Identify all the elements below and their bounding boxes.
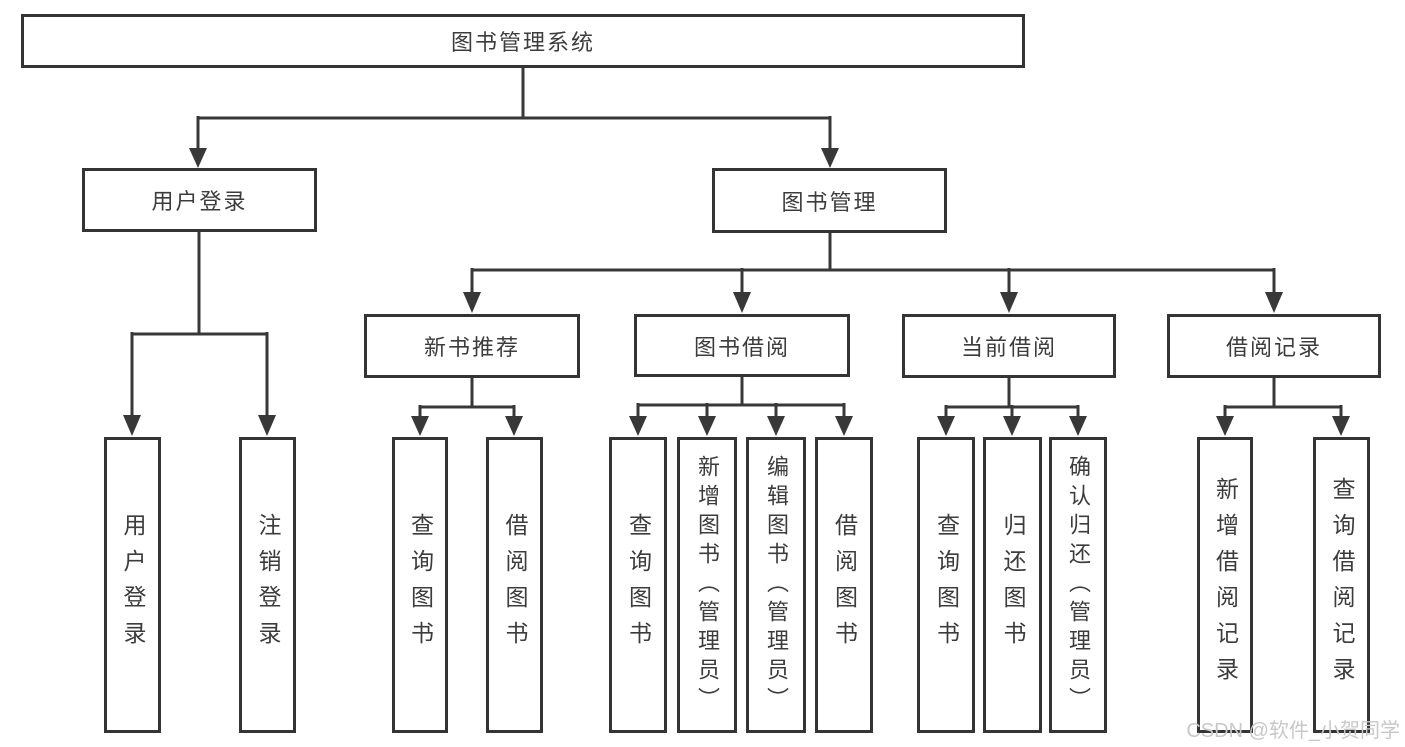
leaf-return-books-label: 归还图书 — [1000, 513, 1026, 657]
node-book-management-label: 图书管理 — [781, 189, 878, 215]
leaf-confirm-return-admin: 确认归还（管理员） — [1049, 437, 1107, 733]
leaf-logout-label: 注销登录 — [255, 513, 281, 657]
leaf-query-books-2: 查询图书 — [609, 437, 667, 733]
leaf-borrow-books-1: 借阅图书 — [486, 437, 543, 733]
connector-root-to-level2 — [189, 68, 839, 168]
leaf-confirm-return-admin-label: 确认归还（管理员） — [1066, 454, 1091, 716]
leaf-edit-book-admin-label: 编辑图书（管理员） — [764, 454, 789, 716]
node-book-borrow: 图书借阅 — [634, 314, 850, 377]
node-current-borrow: 当前借阅 — [902, 314, 1116, 378]
leaf-query-books-1: 查询图书 — [392, 437, 448, 733]
connector-book-borrow-to-leaves — [629, 377, 853, 436]
node-current-borrow-label: 当前借阅 — [960, 335, 1057, 360]
connector-borrow-records-to-leaves — [1216, 378, 1350, 436]
leaf-query-books-1-label: 查询图书 — [407, 513, 434, 657]
connector-book-management-to-level3 — [463, 233, 1283, 313]
leaf-borrow-books-2-label: 借阅图书 — [831, 513, 858, 657]
watermark: CSDN @软件_小贺同学 — [1186, 720, 1400, 742]
leaf-query-books-3: 查询图书 — [917, 437, 975, 733]
leaf-query-borrow-record-label: 查询借阅记录 — [1329, 477, 1355, 693]
node-root: 图书管理系统 — [21, 14, 1025, 68]
node-borrow-records-label: 借阅记录 — [1225, 335, 1322, 360]
leaf-add-book-admin-label: 新增图书（管理员） — [695, 454, 720, 716]
node-new-book-recommend: 新书推荐 — [364, 314, 580, 378]
node-book-borrow-label: 图书借阅 — [693, 334, 790, 360]
connector-current-borrow-to-leaves — [937, 378, 1087, 436]
node-book-management: 图书管理 — [712, 168, 947, 233]
leaf-borrow-books-1-label: 借阅图书 — [502, 513, 528, 657]
leaf-query-books-3-label: 查询图书 — [933, 513, 960, 657]
node-root-label: 图书管理系统 — [450, 30, 595, 55]
leaf-add-book-admin: 新增图书（管理员） — [677, 437, 737, 733]
leaf-query-borrow-record: 查询借阅记录 — [1313, 437, 1370, 733]
connector-user-login-to-leaves — [123, 232, 276, 436]
connector-new-book-to-leaves — [411, 378, 523, 436]
node-borrow-records: 借阅记录 — [1167, 314, 1381, 378]
leaf-query-books-2-label: 查询图书 — [625, 513, 652, 657]
node-user-login: 用户登录 — [82, 168, 317, 232]
leaf-logout: 注销登录 — [239, 437, 296, 733]
leaf-user-login: 用户登录 — [104, 437, 161, 733]
leaf-add-borrow-record: 新增借阅记录 — [1197, 437, 1253, 733]
leaf-user-login-label: 用户登录 — [120, 513, 146, 657]
leaf-return-books: 归还图书 — [983, 437, 1042, 733]
leaf-add-borrow-record-label: 新增借阅记录 — [1212, 477, 1239, 693]
node-new-book-recommend-label: 新书推荐 — [423, 335, 520, 360]
node-user-login-label: 用户登录 — [151, 189, 248, 214]
leaf-borrow-books-2: 借阅图书 — [815, 437, 873, 733]
leaf-edit-book-admin: 编辑图书（管理员） — [746, 437, 806, 733]
